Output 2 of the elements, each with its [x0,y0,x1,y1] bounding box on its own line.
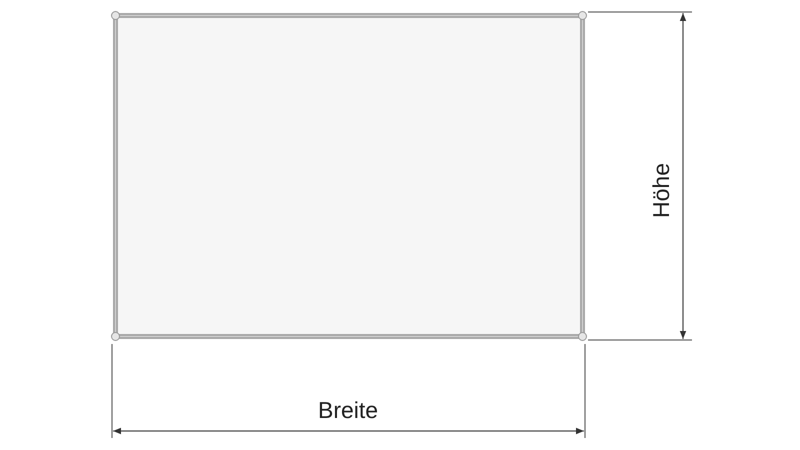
dimension-label: Breite [318,398,378,422]
dimension-label: Höhe [650,162,672,218]
